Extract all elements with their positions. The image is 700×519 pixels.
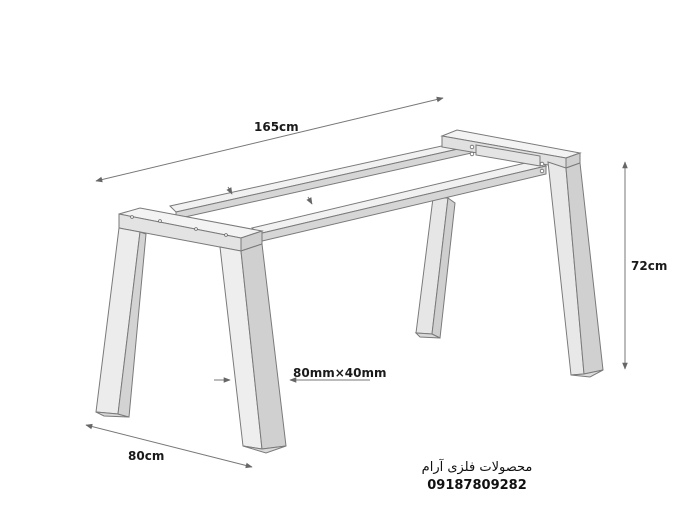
depth-dimension-line [85, 423, 253, 469]
length-label: 165cm [254, 120, 299, 134]
depth-label: 80cm [128, 449, 164, 463]
phone-number: 09187809282 [427, 478, 527, 493]
back-end-frame [440, 129, 582, 169]
bolt-holes [130, 144, 545, 237]
length-dimension: 165cm [95, 96, 444, 183]
depth-dimension: 80cm [85, 423, 253, 469]
profile-label: 80mm×40mm [293, 366, 386, 380]
profile-dimension: 80mm×40mm [214, 366, 386, 383]
stretcher-bar-near [251, 159, 548, 243]
front-end-frame [95, 207, 287, 454]
back-left-leg [414, 197, 456, 339]
height-dimension: 72cm [622, 161, 667, 370]
height-label: 72cm [631, 259, 667, 273]
section-markers [226, 186, 313, 205]
company-name: محصولات فلزی آرام [421, 460, 533, 475]
back-right-leg [547, 161, 604, 378]
length-dimension-line [95, 96, 444, 183]
